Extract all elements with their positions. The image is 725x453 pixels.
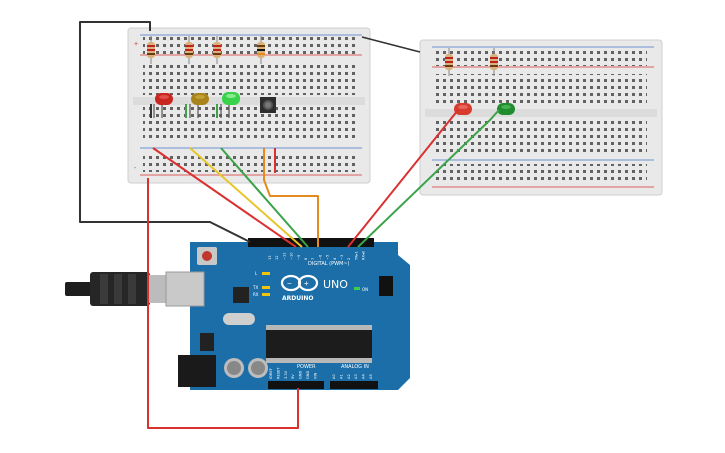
arduino-logo: − + — [280, 274, 319, 292]
pin-label: ~11 — [282, 252, 286, 260]
led-red[interactable] — [153, 93, 173, 118]
wire-black-gnd[interactable] — [79, 21, 251, 243]
resistor-4[interactable] — [257, 36, 265, 64]
wire-red-right[interactable] — [347, 109, 459, 248]
pin-label: TX▸1 — [354, 251, 358, 261]
pin-label: 2 — [347, 258, 351, 260]
arduino-model: UNO — [323, 278, 348, 291]
led-l-label: L — [255, 271, 258, 276]
wire-green-right[interactable] — [357, 109, 500, 248]
pin-label: ~10 — [290, 252, 294, 260]
wire-green-left[interactable] — [220, 147, 309, 248]
analog-header[interactable] — [330, 381, 378, 389]
pin-label: 7 — [311, 258, 315, 260]
wires[interactable] — [79, 21, 500, 429]
tx-label: TX — [252, 285, 258, 290]
jumper-wires-left[interactable] — [150, 104, 276, 173]
pin-label: 12 — [275, 255, 279, 260]
pin-label: ~5 — [326, 255, 330, 260]
pin-label: 13 — [268, 255, 272, 260]
wire-yellow[interactable] — [189, 147, 303, 248]
led-yellow[interactable] — [189, 93, 209, 118]
pin-label: ~9 — [297, 254, 301, 260]
pin-label: A1 — [339, 374, 343, 379]
atmega-chip — [266, 330, 372, 358]
resistor-1[interactable] — [147, 36, 155, 64]
on-label: ON — [362, 287, 368, 292]
resistor-3[interactable] — [213, 36, 221, 64]
pin-label: 4 — [333, 257, 337, 260]
rail-minus-label: - — [134, 165, 137, 172]
pin-label: RESET — [276, 367, 280, 379]
analog-label: ANALOG IN — [341, 364, 369, 370]
resistor-5[interactable] — [445, 48, 453, 76]
wire-red-left[interactable] — [152, 147, 297, 248]
power-label: POWER — [297, 364, 316, 370]
svg-text:+: + — [304, 279, 309, 288]
pin-label: GND — [299, 371, 303, 379]
usb-cable[interactable] — [65, 272, 166, 306]
pin-label: A3 — [354, 374, 358, 379]
svg-text:−: − — [287, 279, 292, 288]
breadboard-left[interactable]: + - — [127, 27, 371, 184]
pin-label: A2 — [347, 374, 351, 379]
pin-label: 8 — [304, 257, 308, 260]
pin-label: 5V — [291, 374, 295, 379]
led-red-right[interactable] — [454, 103, 472, 115]
pin-label: ~6 — [318, 254, 322, 260]
arduino-uno[interactable]: − + ARDUINO UNO ON DIGITAL (PWM~) POWER … — [65, 238, 410, 390]
pin-label: GND — [306, 371, 310, 379]
resistor-2[interactable] — [185, 36, 193, 64]
arduino-brand: ARDUINO — [282, 295, 313, 302]
rail-plus-label: + — [134, 41, 138, 48]
breadboard-right[interactable] — [419, 39, 663, 196]
pin-label: VIN — [313, 372, 317, 379]
led-green-right[interactable] — [497, 103, 515, 115]
pin-label: RX◂0 — [362, 250, 366, 260]
wire-red-5v[interactable] — [147, 178, 299, 429]
led-green[interactable] — [220, 92, 240, 118]
digital-header-label: DIGITAL (PWM~) — [308, 261, 350, 267]
resistor-6[interactable] — [490, 48, 498, 76]
rx-label: RX — [253, 292, 259, 297]
wire-orange[interactable] — [263, 148, 319, 247]
pin-label: 3.3V — [284, 370, 288, 379]
pin-label: A4 — [362, 374, 366, 379]
power-header[interactable] — [268, 381, 324, 389]
pin-label: IOREF — [269, 368, 273, 379]
pin-label: A0 — [332, 374, 336, 379]
wire-black-bridge[interactable] — [361, 36, 421, 53]
pin-label: ~3 — [340, 255, 344, 260]
pin-label: A5 — [369, 374, 373, 379]
pushbutton[interactable] — [260, 97, 276, 113]
